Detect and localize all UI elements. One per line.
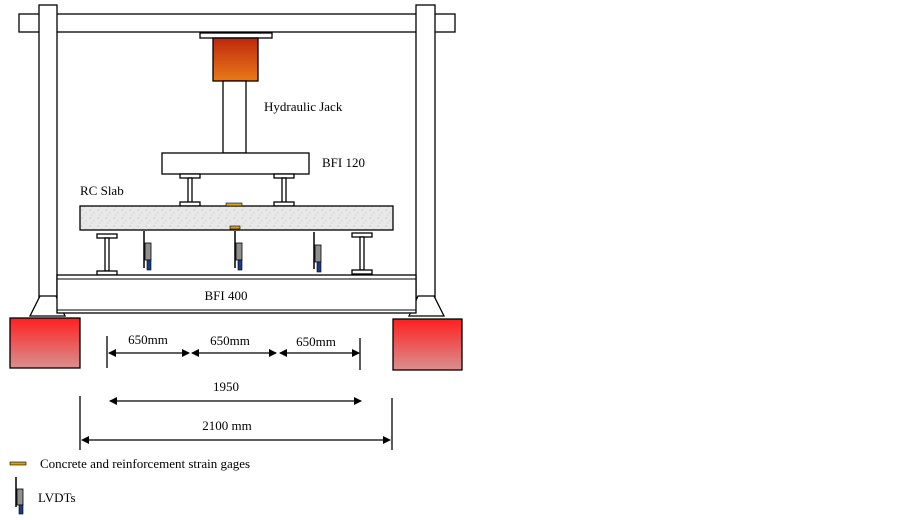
jack-piston <box>222 80 247 154</box>
load-point-left <box>179 173 201 207</box>
base-beam-label: BFI 400 <box>205 288 248 303</box>
support-right <box>351 232 373 275</box>
jack-plate <box>199 32 273 39</box>
span-label-1: 650mm <box>128 332 168 347</box>
lvdt-right <box>313 232 322 273</box>
lvdt-left <box>143 231 152 271</box>
lvdt-icon <box>15 477 24 515</box>
left-column <box>38 4 58 299</box>
span-label-2: 650mm <box>210 333 250 348</box>
jack-label: Hydraulic Jack <box>264 99 343 114</box>
lvdt-center <box>234 231 243 271</box>
strain-gage-bottom <box>229 225 241 230</box>
legend-lvdts: LVDTs <box>38 490 76 505</box>
left-reaction-block <box>9 317 81 369</box>
legend-strain-gages: Concrete and reinforcement strain gages <box>40 456 250 471</box>
span-label-3: 650mm <box>296 334 336 349</box>
spreader-beam <box>161 152 310 175</box>
total-length-label: 2100 mm <box>202 418 251 433</box>
support-left <box>96 233 118 276</box>
left-column-base <box>28 295 67 317</box>
top-crossbeam <box>18 13 456 33</box>
load-point-right <box>273 173 295 207</box>
right-reaction-block <box>392 318 463 371</box>
dimension-lines <box>79 336 393 450</box>
right-column <box>415 4 436 299</box>
strain-gage-icon <box>9 461 27 466</box>
slab-label: RC Slab <box>80 183 124 198</box>
support-span-label: 1950 <box>213 379 239 394</box>
hydraulic-jack <box>212 37 259 82</box>
spreader-beam-label: BFI 120 <box>322 155 365 170</box>
base-beam <box>56 274 417 314</box>
strain-gage-top <box>225 202 243 207</box>
